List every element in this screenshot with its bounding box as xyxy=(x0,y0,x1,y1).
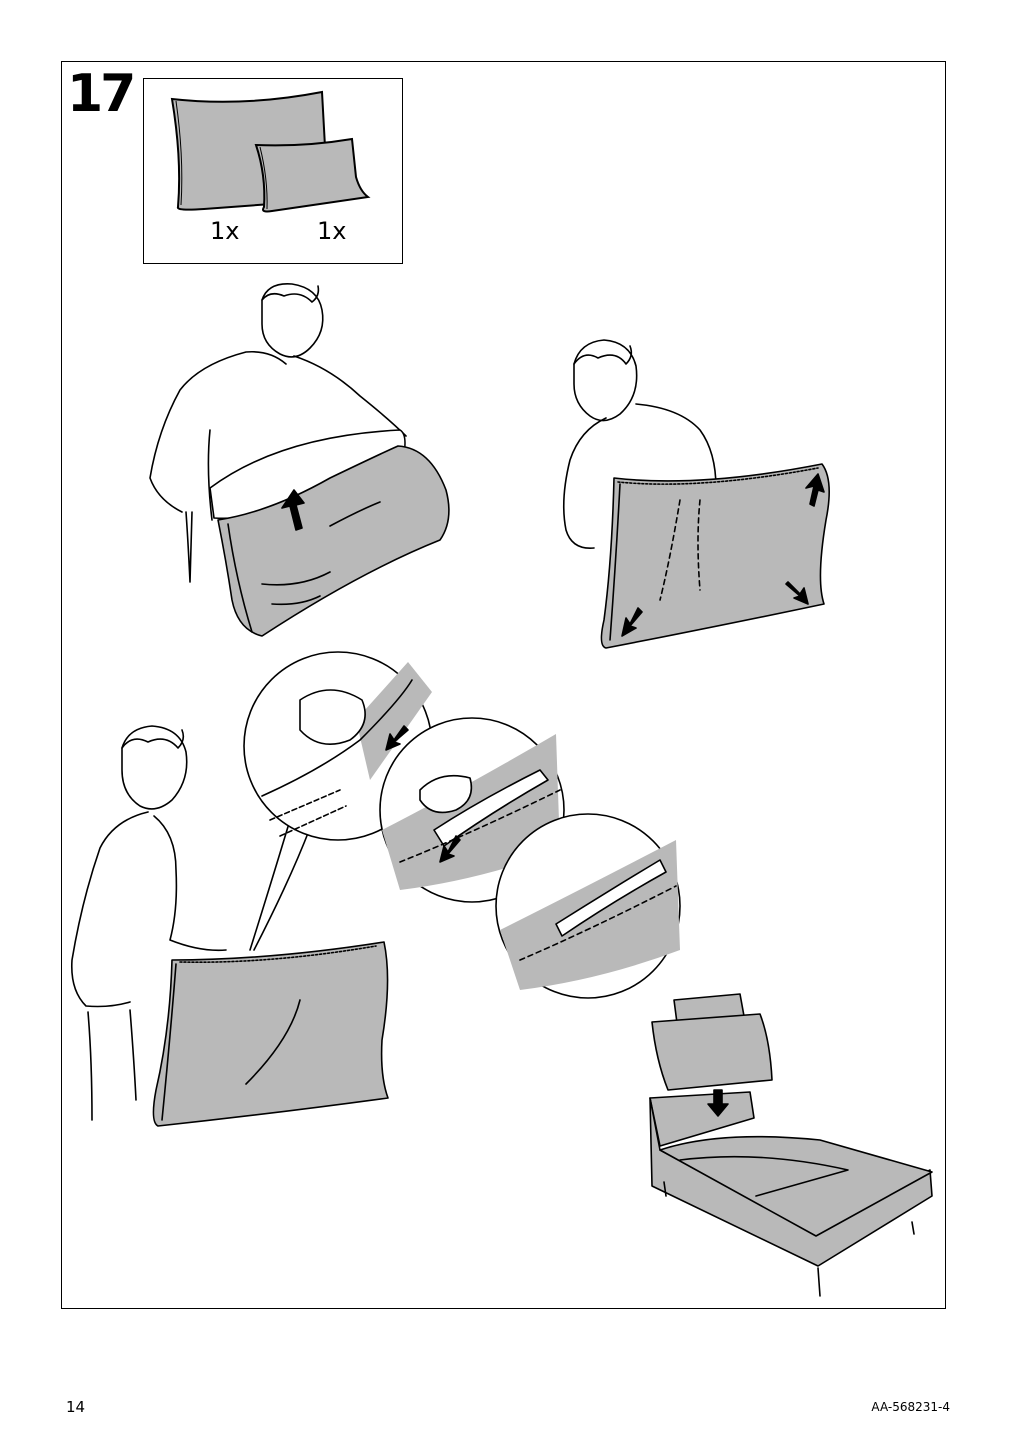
arrow-down-icon xyxy=(707,1089,729,1117)
arrow-down-icon xyxy=(385,725,409,751)
arrow-down-icon xyxy=(439,835,461,863)
person-zipping-cover xyxy=(70,725,227,1121)
page-number: 14 xyxy=(66,1398,86,1416)
cushion-zipping xyxy=(152,941,389,1127)
zoom-circle-zipper-closed xyxy=(495,813,681,999)
arrow-down-icon xyxy=(785,581,809,605)
arrow-down-icon xyxy=(621,607,643,637)
arrow-up-icon xyxy=(281,489,305,531)
chaise-longue xyxy=(649,993,933,1297)
person-pulling-cover xyxy=(149,283,407,583)
cushion-covers-illustration xyxy=(170,90,371,213)
instruction-frame xyxy=(61,61,946,1309)
arrow-up-icon xyxy=(805,473,825,507)
step-number: 17 xyxy=(67,64,136,124)
cushion-held xyxy=(600,463,830,649)
cushion-being-filled xyxy=(209,429,450,637)
person-holding-cover xyxy=(562,339,717,549)
part-quantity: 1x xyxy=(210,217,240,245)
part-quantity: 1x xyxy=(317,217,347,245)
document-code: AA-568231-4 xyxy=(871,1400,950,1414)
parts-box: 1x 1x xyxy=(143,78,403,264)
